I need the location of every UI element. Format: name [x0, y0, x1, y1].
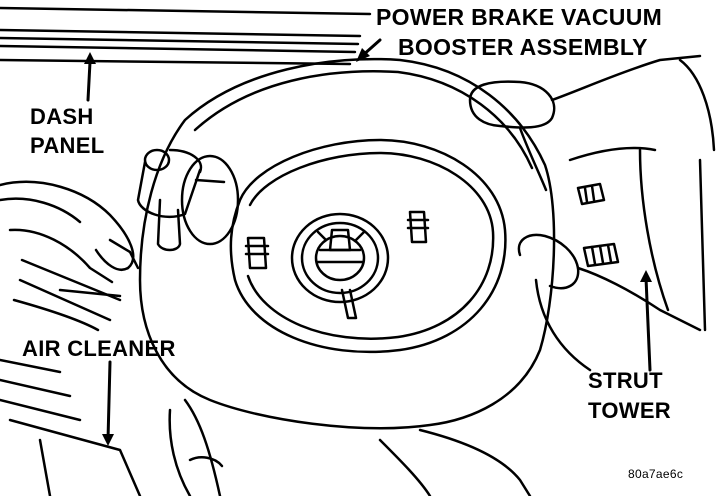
air-cleaner-label: AIR CLEANER — [22, 336, 176, 361]
booster-disc — [138, 57, 556, 430]
dash-label-line1: DASH — [30, 104, 94, 129]
arrows — [86, 38, 652, 442]
figure-code: 80a7ae6c — [628, 467, 684, 481]
strut-bolts — [576, 182, 620, 268]
dash-panel-lines — [0, 6, 372, 66]
booster-label-line2: BOOSTER ASSEMBLY — [398, 34, 648, 60]
lower-components — [168, 398, 532, 496]
arrow-heads — [84, 48, 652, 446]
strut-label-line2: TOWER — [588, 398, 671, 423]
studs — [244, 210, 430, 270]
dash-label-line2: PANEL — [30, 133, 105, 158]
right-lower-hand — [517, 148, 707, 372]
center-boss — [290, 212, 390, 320]
check-valve — [136, 148, 240, 252]
strut-label-line1: STRUT — [588, 368, 663, 393]
right-upper-hand — [468, 54, 716, 192]
left-hand — [0, 180, 142, 496]
booster-label-line1: POWER BRAKE VACUUM — [376, 4, 663, 30]
